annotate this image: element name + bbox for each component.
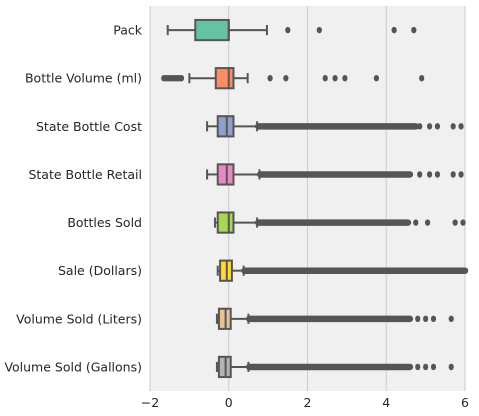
outlier-1-15 [373, 74, 380, 82]
outlier-2-4 [458, 123, 464, 130]
outlier-2-2 [434, 123, 441, 130]
outlier-0-0 [285, 26, 291, 34]
category-label-1: Bottle Volume (ml) [25, 71, 142, 86]
category-label-0: Pack [113, 23, 143, 38]
x-tick-label-1: 0 [225, 395, 233, 410]
outlier-4-2 [452, 219, 458, 226]
box-0 [194, 18, 230, 42]
category-label-5: Sale (Dollars) [58, 263, 142, 278]
outlier-3-3 [450, 171, 456, 178]
outlier-1-14 [342, 74, 348, 82]
outlier-4-1 [424, 219, 431, 226]
outlier-0-2 [391, 26, 397, 34]
outlier-7-0 [415, 363, 421, 371]
outlier-1-11 [283, 74, 289, 82]
outlier-6-2 [430, 315, 437, 323]
outlier-6-1 [423, 315, 429, 323]
x-tick-label-0: −2 [141, 395, 159, 410]
category-label-3: State Bottle Retail [28, 167, 142, 182]
outlier-1-9 [178, 74, 185, 82]
outlier-7-3 [448, 363, 454, 371]
box-4 [216, 211, 235, 234]
outlier-3-0 [417, 171, 423, 178]
outlier-2-3 [450, 123, 456, 130]
outlier-4-0 [413, 219, 419, 226]
box-3 [216, 163, 235, 186]
x-tick-label-3: 4 [382, 395, 390, 410]
outlier-0-1 [316, 26, 322, 34]
outlier-3-2 [434, 171, 441, 178]
outlier-0-3 [411, 26, 417, 34]
box-2 [216, 115, 235, 138]
category-label-2: State Bottle Cost [36, 119, 142, 134]
x-tick-label-2: 2 [304, 395, 312, 410]
outlier-4-3 [460, 219, 466, 226]
outlier-6-3 [448, 315, 454, 323]
category-label-7: Volume Sold (Gallons) [4, 359, 142, 374]
outlier-7-2 [430, 363, 437, 371]
outlier-1-13 [332, 74, 338, 82]
outlier-2-1 [426, 123, 433, 130]
outlier-7-1 [423, 363, 429, 371]
box-1 [214, 67, 235, 90]
x-tick-label-4: 6 [461, 395, 469, 410]
outlier-2-0 [417, 123, 423, 130]
outlier-3-1 [426, 171, 433, 178]
outlier-6-0 [415, 315, 421, 323]
outlier-1-16 [419, 74, 425, 82]
outlier-3-4 [458, 171, 464, 178]
category-label-4: Bottles Sold [67, 215, 142, 230]
outlier-1-10 [267, 74, 273, 82]
category-label-6: Volume Sold (Liters) [16, 311, 142, 326]
outlier-1-12 [322, 74, 328, 82]
